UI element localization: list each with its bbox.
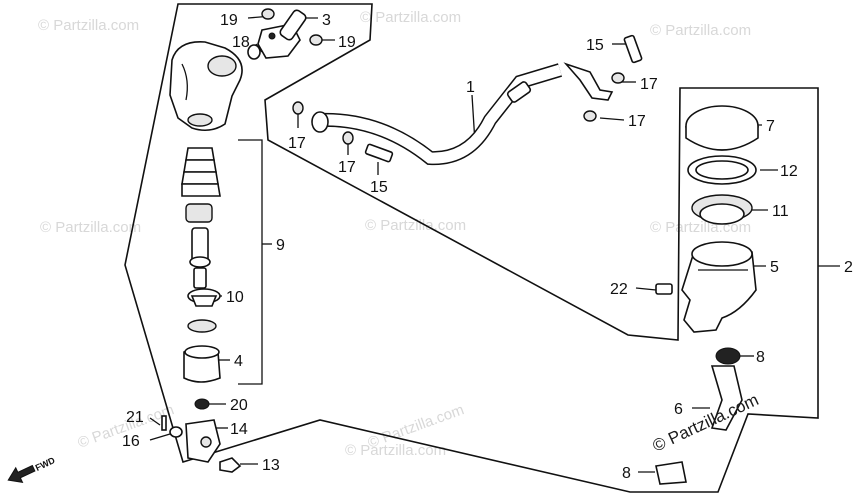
callout-14: 14 <box>230 421 248 438</box>
watermark-text: © Partzilla.com <box>650 22 751 39</box>
callout-22: 22 <box>610 281 628 298</box>
callout-11: 11 <box>772 203 789 220</box>
callout-21: 21 <box>126 409 144 426</box>
assembly-frame <box>124 3 819 493</box>
callout-15: 15 <box>586 37 604 54</box>
watermark-text: © Partzilla.com <box>365 217 466 234</box>
fwd-label: FWD <box>34 455 57 473</box>
callout-13: 13 <box>262 457 280 474</box>
master-cylinder-body <box>169 41 243 132</box>
callout-18: 18 <box>232 34 250 51</box>
callout-2: 2 <box>844 259 853 276</box>
callout-15: 15 <box>370 179 388 196</box>
watermark-text: © Partzilla.com <box>40 219 141 236</box>
callout-17: 17 <box>628 113 646 130</box>
callout-7: 7 <box>766 118 775 135</box>
watermark-text: © Partzilla.com <box>38 17 139 34</box>
clutch-hose <box>292 34 643 166</box>
callout-12: 12 <box>780 163 798 180</box>
callout-17: 17 <box>338 159 356 176</box>
callout-9: 9 <box>276 237 285 254</box>
callout-6: 6 <box>674 401 683 418</box>
callout-4: 4 <box>234 353 243 370</box>
callout-19: 19 <box>220 12 238 29</box>
callout-20: 20 <box>230 397 248 414</box>
fwd-arrow-icon: FWD <box>7 455 57 483</box>
callout-3: 3 <box>322 12 331 29</box>
callout-17: 17 <box>640 76 658 93</box>
callout-8: 8 <box>756 349 765 366</box>
callout-17: 17 <box>288 135 306 152</box>
callout-5: 5 <box>770 259 779 276</box>
callout-10: 10 <box>226 289 244 306</box>
callout-labels: 19 3 18 19 15 17 17 1 7 12 11 5 2 22 8 6… <box>122 12 853 482</box>
reservoir-assembly <box>655 105 759 485</box>
piston-set <box>161 147 242 473</box>
callout-19: 19 <box>338 34 356 51</box>
watermark-text: © Partzilla.com <box>345 442 446 459</box>
reservoir-hose-joint <box>247 8 323 60</box>
callout-1: 1 <box>466 79 475 96</box>
callout-16: 16 <box>122 433 140 450</box>
callout-8: 8 <box>622 465 631 482</box>
watermark-text: © Partzilla.com <box>360 9 461 26</box>
